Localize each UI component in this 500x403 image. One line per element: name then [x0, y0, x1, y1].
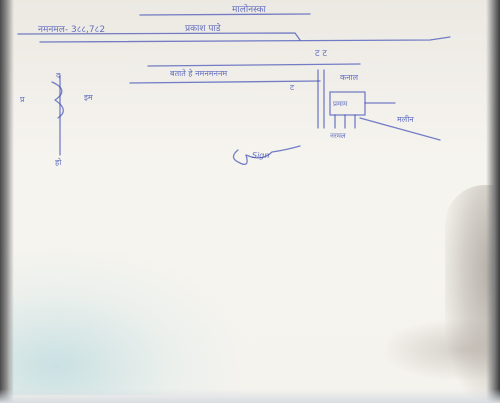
bottom-caption: नरमल [330, 132, 346, 140]
second-underline [129, 80, 321, 84]
label-b: कनाल [340, 73, 359, 82]
bracket-labels: ट ट [315, 49, 327, 59]
second-line-text: बताते हे नमनमननम [170, 68, 227, 78]
bottom-edge [0, 389, 500, 403]
right-edge-shadow [486, 0, 500, 403]
left-foot: हो [55, 157, 62, 167]
left-edge-shadow [0, 0, 14, 403]
top-underline [17, 32, 301, 41]
signature-text: Sign [252, 151, 269, 160]
top-line-left: नमनमल- 3८८,7८2 [38, 25, 105, 35]
heading-text: मालोनस्का [232, 3, 267, 15]
lighting-tint [10, 250, 240, 395]
signature-stroke [232, 145, 301, 166]
second-overline [147, 63, 361, 67]
left-mark: द [56, 71, 61, 80]
component-pins [334, 114, 356, 129]
label-a: ट [290, 83, 295, 92]
heading-overline [139, 13, 311, 16]
left-symbol [51, 81, 64, 119]
long-rule [39, 36, 451, 43]
side-label: मलीन [397, 114, 414, 124]
component-label: प्रमाम [333, 100, 348, 108]
left-value: इम [84, 93, 93, 102]
side-rule [359, 117, 441, 141]
top-line-right: प्रकाश पाडे [185, 22, 221, 34]
left-label: प्र [20, 95, 25, 104]
component-box [329, 91, 366, 116]
wrist-shadow [385, 320, 495, 380]
